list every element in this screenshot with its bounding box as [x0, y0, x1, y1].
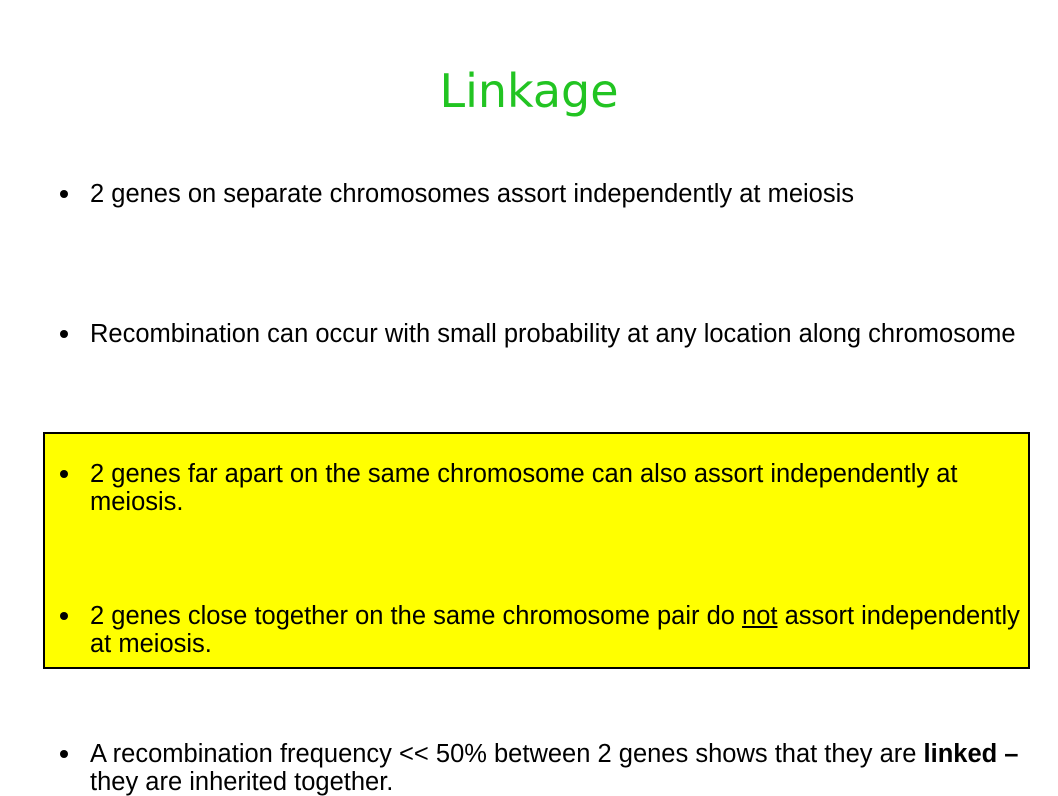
highlight-box	[43, 432, 1030, 669]
bullet-dot-icon	[60, 190, 68, 198]
bullet-text-part: they are inherited together.	[90, 768, 394, 796]
bullet-text: Recombination can occur with small proba…	[90, 320, 1016, 348]
bullet-dot-icon	[60, 612, 68, 620]
bullet-text-part: A recombination frequency << 50% between…	[90, 740, 924, 768]
emphasis-linked: linked –	[923, 740, 1019, 768]
bullet-dot-icon	[60, 750, 68, 758]
bullet-text: 2 genes close together on the same chrom…	[90, 602, 1020, 658]
bullet-text-part: 2 genes close together on the same chrom…	[90, 602, 743, 630]
bullet-text: 2 genes far apart on the same chromosome…	[90, 460, 958, 516]
slide-title: Linkage	[439, 64, 619, 118]
bullet-text: 2 genes on separate chromosomes assort i…	[90, 180, 855, 208]
bullet-text: A recombination frequency << 50% between…	[90, 740, 1020, 796]
bullet-dot-icon	[60, 330, 68, 338]
bullet-dot-icon	[60, 470, 68, 478]
bullet-text-part: assort independently at meiosis.	[90, 602, 1020, 658]
emphasis-not: not	[742, 602, 778, 630]
